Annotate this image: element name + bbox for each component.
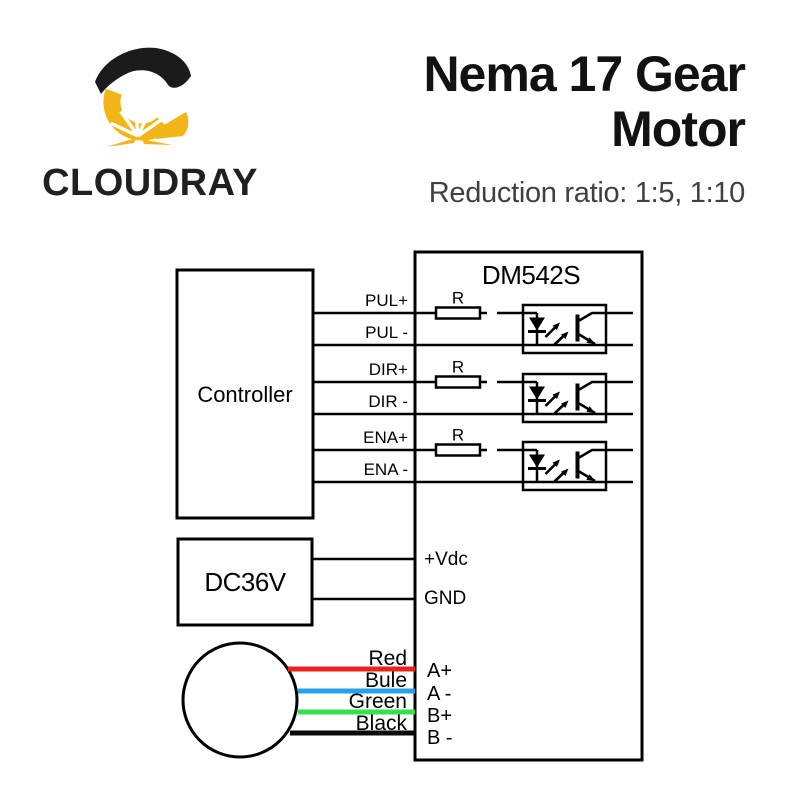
driver-box — [413, 250, 644, 762]
resistor-label: R — [452, 358, 464, 377]
ena-plus-label: ENA+ — [363, 428, 408, 447]
channel-dir: DIR+ DIR - R — [313, 358, 635, 424]
title-line-2: Motor — [611, 101, 746, 157]
motor-circle — [181, 641, 299, 759]
product-title: Nema 17 Gear Motor — [423, 46, 746, 157]
resistor — [434, 375, 482, 389]
controller-box — [175, 268, 315, 520]
power-label: DC36V — [204, 567, 286, 597]
logo-ray-left — [106, 138, 136, 147]
wire-label-blue: Bule — [365, 669, 407, 692]
power-box — [176, 537, 314, 627]
logo-sunburst — [110, 105, 164, 138]
logo-yellow-wing — [152, 112, 189, 139]
ena-minus-label: ENA - — [364, 460, 408, 479]
logo-black-arc — [95, 47, 191, 94]
terminal-a-plus: A+ — [427, 660, 452, 682]
wire-label-green: Green — [349, 690, 407, 713]
cloudray-logo-icon — [95, 47, 191, 147]
dir-plus-label: DIR+ — [369, 360, 408, 379]
terminal-b-plus: B+ — [427, 705, 452, 727]
terminal-b-minus: B - — [427, 727, 453, 749]
terminal-a-minus: A - — [427, 683, 451, 705]
resistor — [434, 306, 482, 320]
pul-minus-label: PUL - — [365, 323, 408, 342]
resistor-label: R — [452, 426, 464, 445]
driver-label: DM542S — [482, 260, 580, 290]
wire-label-black: Black — [356, 712, 408, 735]
vdc-label: +Vdc — [424, 549, 468, 570]
controller-label: Controller — [197, 382, 292, 407]
resistor — [434, 443, 482, 457]
product-subtitle: Reduction ratio: 1:5, 1:10 — [428, 177, 746, 209]
pul-plus-label: PUL+ — [365, 291, 408, 310]
channel-pul: PUL+ PUL - R — [313, 289, 635, 355]
logo-yellow-arc — [103, 88, 170, 141]
resistor-label: R — [452, 289, 464, 308]
title-line-1: Nema 17 Gear — [423, 46, 746, 102]
brand-name: CLOUDRAY — [42, 162, 258, 204]
logo-ray-right — [142, 139, 172, 145]
dir-minus-label: DIR - — [368, 392, 408, 411]
channel-ena: ENA+ ENA - R — [313, 426, 635, 492]
gnd-label: GND — [424, 588, 466, 609]
wire-label-red: Red — [368, 647, 407, 670]
